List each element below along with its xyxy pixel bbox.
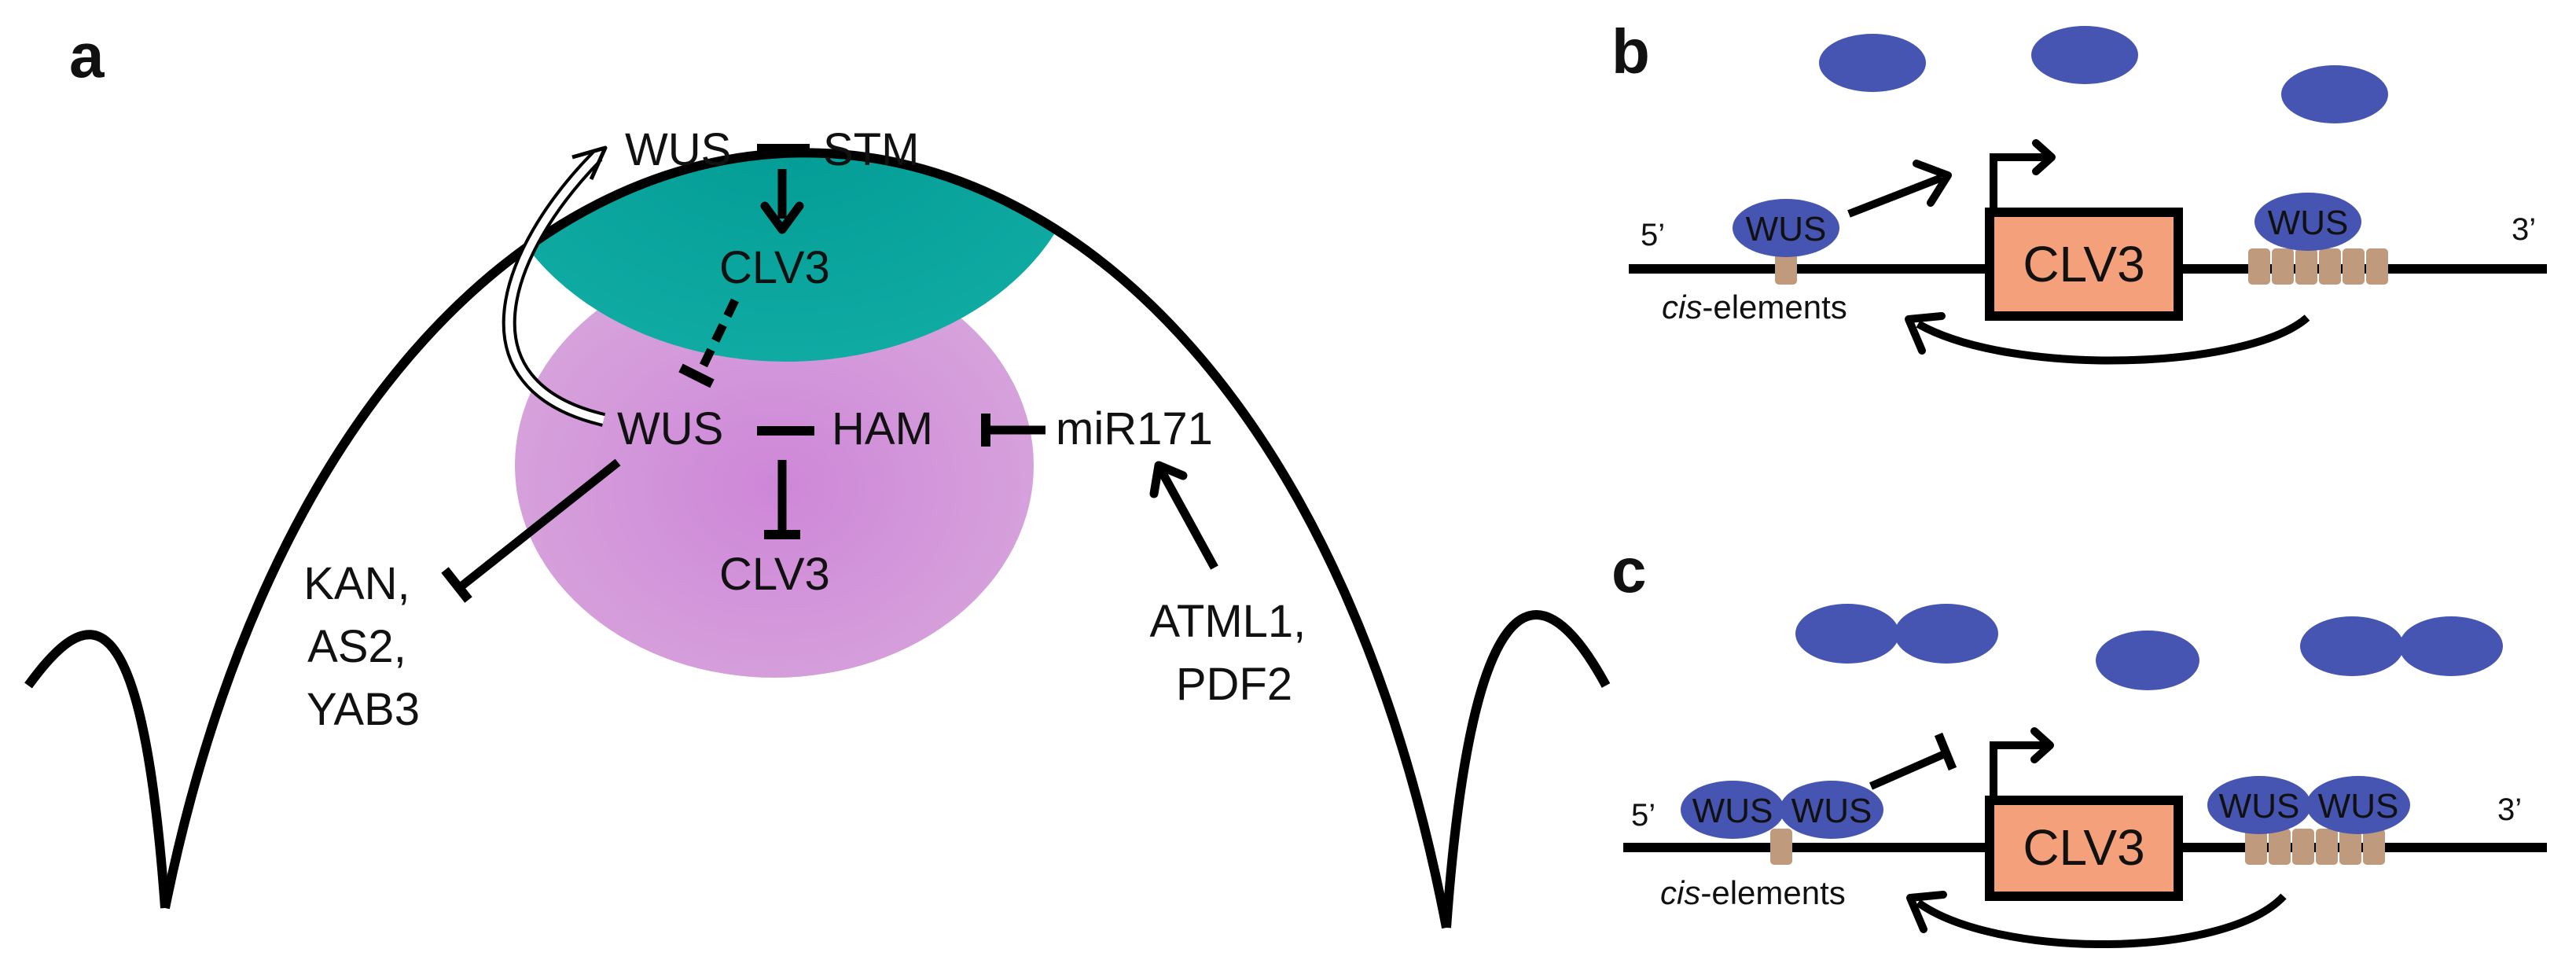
atml1-activates-mir171 <box>1149 461 1218 570</box>
cis-elements-label: cis-elements <box>1660 874 1846 911</box>
cis-elements-label: cis-elements <box>1662 289 1847 325</box>
transcription-start-arrow <box>1990 727 2054 796</box>
ham-inhibits-clv3 <box>764 460 800 539</box>
label-kan-as2-yab3: KAN, AS2, YAB3 <box>303 558 423 735</box>
label-wus-top: WUS <box>625 124 731 175</box>
panel-a-letter: a <box>69 20 105 90</box>
clv3-gene-box <box>1985 208 2183 321</box>
wus-protein-bound <box>2254 193 2361 251</box>
label-stm: STM <box>823 124 919 175</box>
label-clv3-top: CLV3 <box>719 242 830 293</box>
wus-protein <box>1795 604 1899 664</box>
three-prime-label: 3’ <box>2497 792 2522 827</box>
repression-bar <box>1869 732 1957 790</box>
wus-label: WUS <box>2268 204 2349 242</box>
wus-protein <box>2300 616 2404 676</box>
cis-element <box>1775 248 1797 285</box>
label-atml1-pdf2: ATML1, PDF2 <box>1150 596 1319 710</box>
wus-protein <box>1894 604 1998 664</box>
five-prime-label: 5’ <box>1641 218 1665 252</box>
left-leaf-primordium <box>24 630 170 909</box>
wus-label: WUS <box>1791 792 1872 830</box>
clv3-inhibits-wus-dashed <box>678 298 739 388</box>
panel-b: b 5’ 3’ WUS WUS CLV3 <box>1611 17 2547 365</box>
clv3-gene-label: CLV3 <box>2023 236 2144 292</box>
wus-label: WUS <box>1692 792 1773 830</box>
clv3-gene-box <box>1985 796 2183 901</box>
label-wus-mid: WUS <box>617 403 723 454</box>
loop-arrow <box>1906 891 2287 949</box>
panel-c-letter: c <box>1611 535 1647 605</box>
wus-protein <box>2031 26 2138 84</box>
loop-arrow <box>1905 312 2310 365</box>
label-mir171: miR171 <box>1056 403 1213 454</box>
wus-protein <box>2281 65 2388 123</box>
central-zone <box>487 153 1085 362</box>
wus-inhibits-kan <box>441 458 621 603</box>
wus-protein-bound <box>1780 781 1883 839</box>
label-ham: HAM <box>832 403 933 454</box>
clv3-gene-label: CLV3 <box>2023 819 2144 876</box>
wus-protein-bound <box>1681 781 1784 839</box>
wus-protein-bound <box>2306 776 2410 834</box>
wus-protein <box>1819 34 1926 92</box>
wus-protein-bound <box>1733 199 1839 257</box>
panel-c: c 5’ 3’ WUS WUS WUS WUS CLV3 <box>1611 535 2547 949</box>
wus-movement-arrow <box>502 145 608 427</box>
three-prime-label: 3’ <box>2512 212 2536 247</box>
activation-arrow <box>1847 160 1952 218</box>
wus-protein <box>2096 631 2199 690</box>
panel-a: a WUS STM CLV3 WUS HAM miR171 CLV3 KAN, … <box>24 20 1611 929</box>
stm-to-clv3-arrow <box>760 169 804 234</box>
five-prime-label: 5’ <box>1631 798 1655 833</box>
wus-protein-bound <box>2207 776 2311 834</box>
label-clv3-bottom: CLV3 <box>719 549 830 600</box>
right-leaf-primordium <box>1442 610 1611 928</box>
wus-protein <box>2399 616 2503 676</box>
wus-label: WUS <box>1746 210 1827 248</box>
transcription-start-arrow <box>1990 139 2056 208</box>
wus-label: WUS <box>2318 787 2399 825</box>
cis-element <box>1770 829 1792 865</box>
mir171-inhibits-ham <box>981 414 1045 447</box>
cis-element-cluster <box>2248 248 2388 285</box>
cis-element-cluster <box>2245 829 2385 865</box>
wus-label: WUS <box>2219 787 2300 825</box>
organizing-center <box>515 253 1034 678</box>
panel-b-letter: b <box>1611 17 1650 86</box>
